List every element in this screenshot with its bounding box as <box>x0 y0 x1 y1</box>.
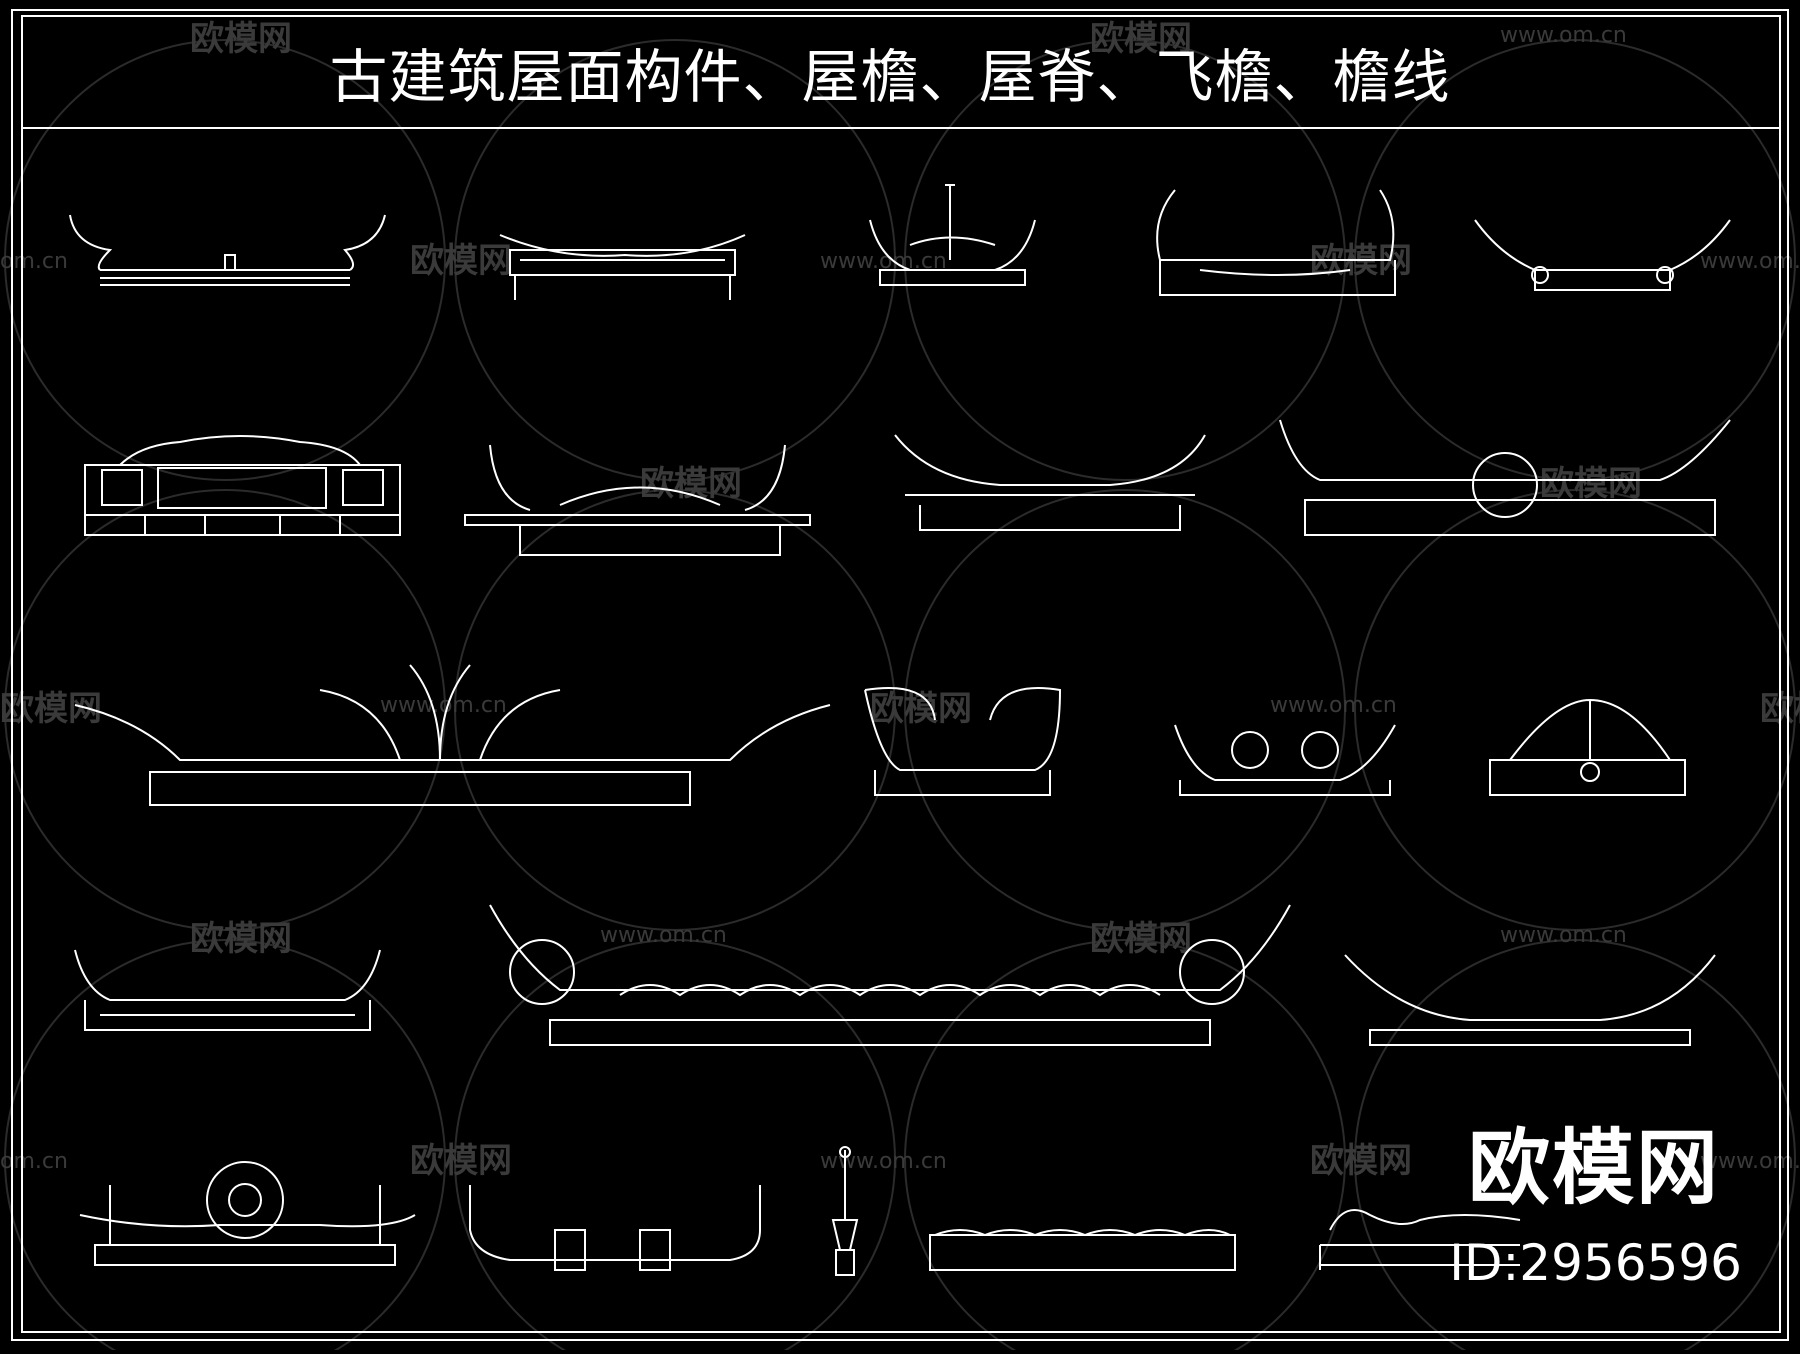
roof-components-drawings <box>69 184 1731 1276</box>
watermark-brand: 欧模网 <box>190 919 292 959</box>
watermark-site: www.om.cn <box>380 693 507 718</box>
fish-ridge-ornament <box>1156 189 1396 296</box>
watermark-brand: 欧模网 <box>1540 464 1642 504</box>
watermark-site-fragment: om.cn <box>0 1149 68 1174</box>
crown-ridge-ornament <box>869 184 1036 286</box>
watermark-brand: 欧模网 <box>410 1141 512 1181</box>
watermark-brand: 欧模网 <box>1310 1141 1412 1181</box>
ridge-finial <box>831 1146 859 1276</box>
dolphin-ridge-ornament <box>864 687 1062 796</box>
watermark-site: www.om.cn <box>1700 249 1800 274</box>
brand-logo: 欧模网 <box>1467 1121 1720 1216</box>
drawing-frame <box>11 9 1789 1341</box>
fan-ridge-ornament <box>1489 698 1686 796</box>
u-shaped-ridge <box>469 1185 761 1271</box>
drawing-title: 古建筑屋面构件、屋檐、屋脊、飞檐、檐线 <box>329 43 1451 111</box>
twin-fish-ornament <box>1174 724 1396 796</box>
watermark-site-fragment: om.cn <box>0 249 68 274</box>
watermark-brand: 欧模网 <box>1090 919 1192 959</box>
watermark-site: www.om.cn <box>1500 23 1627 48</box>
lattice-ridge-panel <box>84 435 401 536</box>
lotus-ridge-ornament <box>74 664 831 806</box>
watermark-brand: 欧模网 <box>0 689 102 729</box>
eave-ornament-1 <box>499 234 746 300</box>
watermark-site: www.om.cn <box>600 923 727 948</box>
horned-ridge-ornament <box>74 949 381 1031</box>
watermark-brand: 欧模网 <box>640 464 742 504</box>
watermark-brand: 欧模网 <box>1090 19 1192 59</box>
ridge-ornament-1 <box>69 214 386 286</box>
watermark-brand: 欧模网 <box>190 19 292 59</box>
dragon-ridge-tail <box>1319 1209 1521 1270</box>
watermark-texts: 欧模网 欧模网 www.om.cn om.cn 欧模网 www.om.cn 欧模… <box>0 19 1800 1181</box>
asset-id-label: ID:2956596 <box>1449 1234 1742 1292</box>
curved-eave-ornament <box>894 434 1206 531</box>
watermark-site: www.om.cn <box>820 1149 947 1174</box>
medallion-ridge-ornament <box>1279 419 1731 536</box>
watermark-site: www.om.cn <box>1700 1149 1800 1174</box>
wheel-ridge-ornament <box>79 1161 416 1266</box>
swallowtail-ornament <box>1474 219 1731 291</box>
sweeping-eave-line <box>1344 954 1716 1046</box>
cloud-wave-ridge <box>489 904 1291 1046</box>
tile-ridge-strip <box>929 1229 1236 1271</box>
scroll-ridge-ornament <box>464 444 811 556</box>
watermark-brand: 欧模网 <box>410 241 512 281</box>
watermark-site: www.om.cn <box>1500 923 1627 948</box>
watermark-site: www.om.cn <box>1270 693 1397 718</box>
